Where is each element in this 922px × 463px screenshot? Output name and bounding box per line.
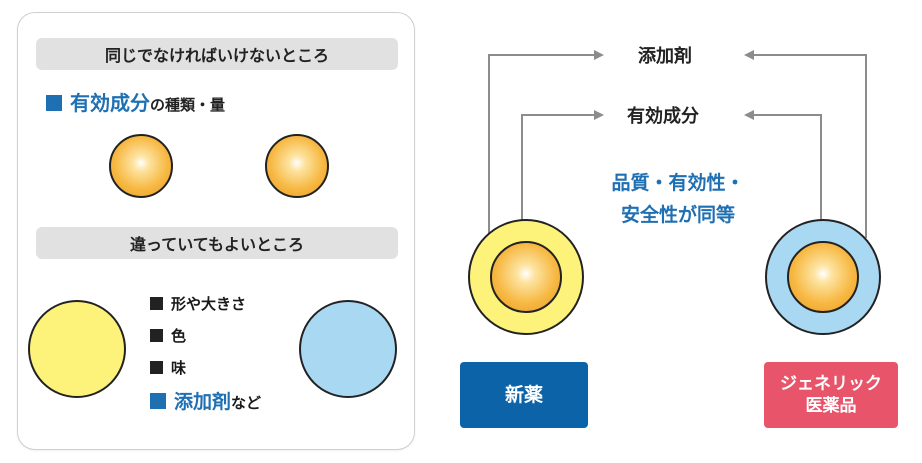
arrow-generic-additive [744,50,867,238]
comparison-panel: 同じでなければいけないところ 有効成分の種類・量 違っていてもよいところ 形や大… [17,12,415,450]
square-bullet-icon [150,329,163,342]
list-item: 形や大きさ [150,288,261,320]
diff-list: 形や大きさ 色 味 添加剤など [150,288,261,418]
arrow-new-active [521,110,604,268]
label-active-ingredient: 有効成分 [627,106,699,127]
list-item: 色 [150,320,261,352]
generic-text-line-1: ジェネリック [780,374,882,394]
new-drug-tablet [468,219,584,335]
new-drug-core [490,241,562,313]
generic-drug-core [787,241,859,313]
quality-line-2: 安全性が同等 [620,204,735,226]
square-bullet-icon [150,361,163,374]
square-bullet-icon [150,393,166,409]
generic-text-line-2: 医薬品 [805,396,857,416]
quality-statement: 品質・有効性・ 安全性が同等 [583,167,773,231]
active-ingredient-suffix: の種類・量 [150,96,226,114]
blue-tablet-circle [299,300,397,398]
square-bullet-icon [150,297,163,310]
new-drug-text: 新薬 [504,384,543,406]
active-ingredient-ball-left [109,134,173,198]
list-item: 味 [150,352,261,384]
list-item-additive: 添加剤など [150,386,261,418]
active-ingredient-label: 有効成分 [70,91,150,115]
same-header: 同じでなければいけないところ [36,38,398,70]
arrow-generic-active [744,110,822,268]
generic-drug-label: ジェネリック 医薬品 [764,362,898,428]
label-additive: 添加剤 [638,46,692,67]
active-ingredient-ball-right [265,134,329,198]
quality-line-1: 品質・有効性・ [611,172,745,194]
generic-drug-tablet [765,219,881,335]
diff-header: 違っていてもよいところ [36,227,398,259]
square-bullet-icon [46,95,62,111]
arrow-new-additive [488,50,604,238]
active-ingredient-title: 有効成分の種類・量 [46,87,225,116]
yellow-tablet-circle [28,300,126,398]
new-drug-label: 新薬 [460,362,588,428]
